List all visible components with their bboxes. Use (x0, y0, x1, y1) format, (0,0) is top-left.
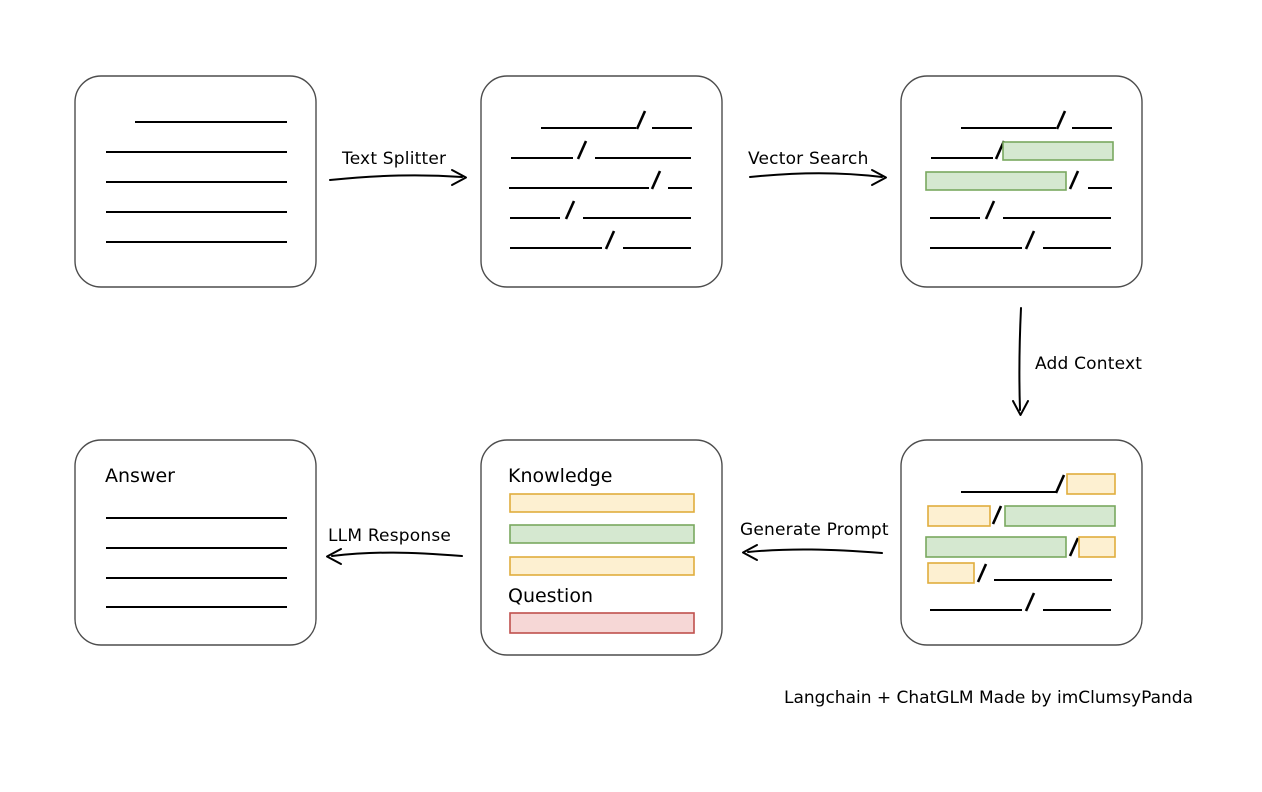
knowledge-bar-yellow (509, 493, 695, 513)
knowledge-bar-yellow (509, 556, 695, 576)
footer-credit: Langchain + ChatGLM Made by imClumsyPand… (784, 688, 1193, 708)
knowledge-bar-green (509, 524, 695, 544)
edge-llm-response: LLM Response (326, 526, 463, 565)
answer-lines (106, 516, 287, 609)
highlight-yellow (927, 562, 975, 584)
node-split-chunks[interactable] (480, 75, 723, 288)
prompt-knowledge-heading: Knowledge (508, 465, 612, 487)
highlight-green (1004, 505, 1116, 527)
prompt-question-heading: Question (508, 585, 593, 607)
answer-heading: Answer (105, 465, 175, 487)
edge-vector-search: Vector Search (748, 149, 887, 186)
highlight-yellow (1078, 536, 1116, 558)
edge-label-llm-response: LLM Response (328, 526, 451, 546)
source-document-lines (106, 120, 287, 244)
node-answer[interactable]: Answer (74, 439, 317, 646)
vector-matches-rows (925, 110, 1114, 250)
highlight-yellow (1066, 473, 1116, 495)
node-context-added-chunks[interactable] (900, 439, 1143, 646)
edge-add-context: Add Context (1012, 307, 1142, 416)
card-split-chunks[interactable] (480, 75, 723, 288)
card-answer[interactable] (74, 439, 317, 646)
edge-label-vector-search: Vector Search (748, 149, 869, 169)
node-prompt[interactable]: Knowledge Question (480, 439, 723, 656)
context-added-rows (925, 473, 1116, 612)
edge-label-generate-prompt: Generate Prompt (740, 520, 889, 540)
highlight-green (1002, 141, 1114, 161)
node-source-document[interactable] (74, 75, 317, 288)
question-bar-red (509, 612, 695, 634)
node-vector-matches[interactable] (900, 75, 1143, 288)
edge-label-text-splitter: Text Splitter (341, 149, 446, 169)
edge-text-splitter: Text Splitter (329, 149, 467, 186)
split-chunks-rows (509, 110, 692, 250)
edge-generate-prompt: Generate Prompt (740, 520, 889, 561)
edge-label-add-context: Add Context (1035, 354, 1142, 374)
highlight-green (925, 536, 1067, 558)
highlight-yellow (927, 505, 991, 527)
highlight-green (925, 171, 1067, 191)
